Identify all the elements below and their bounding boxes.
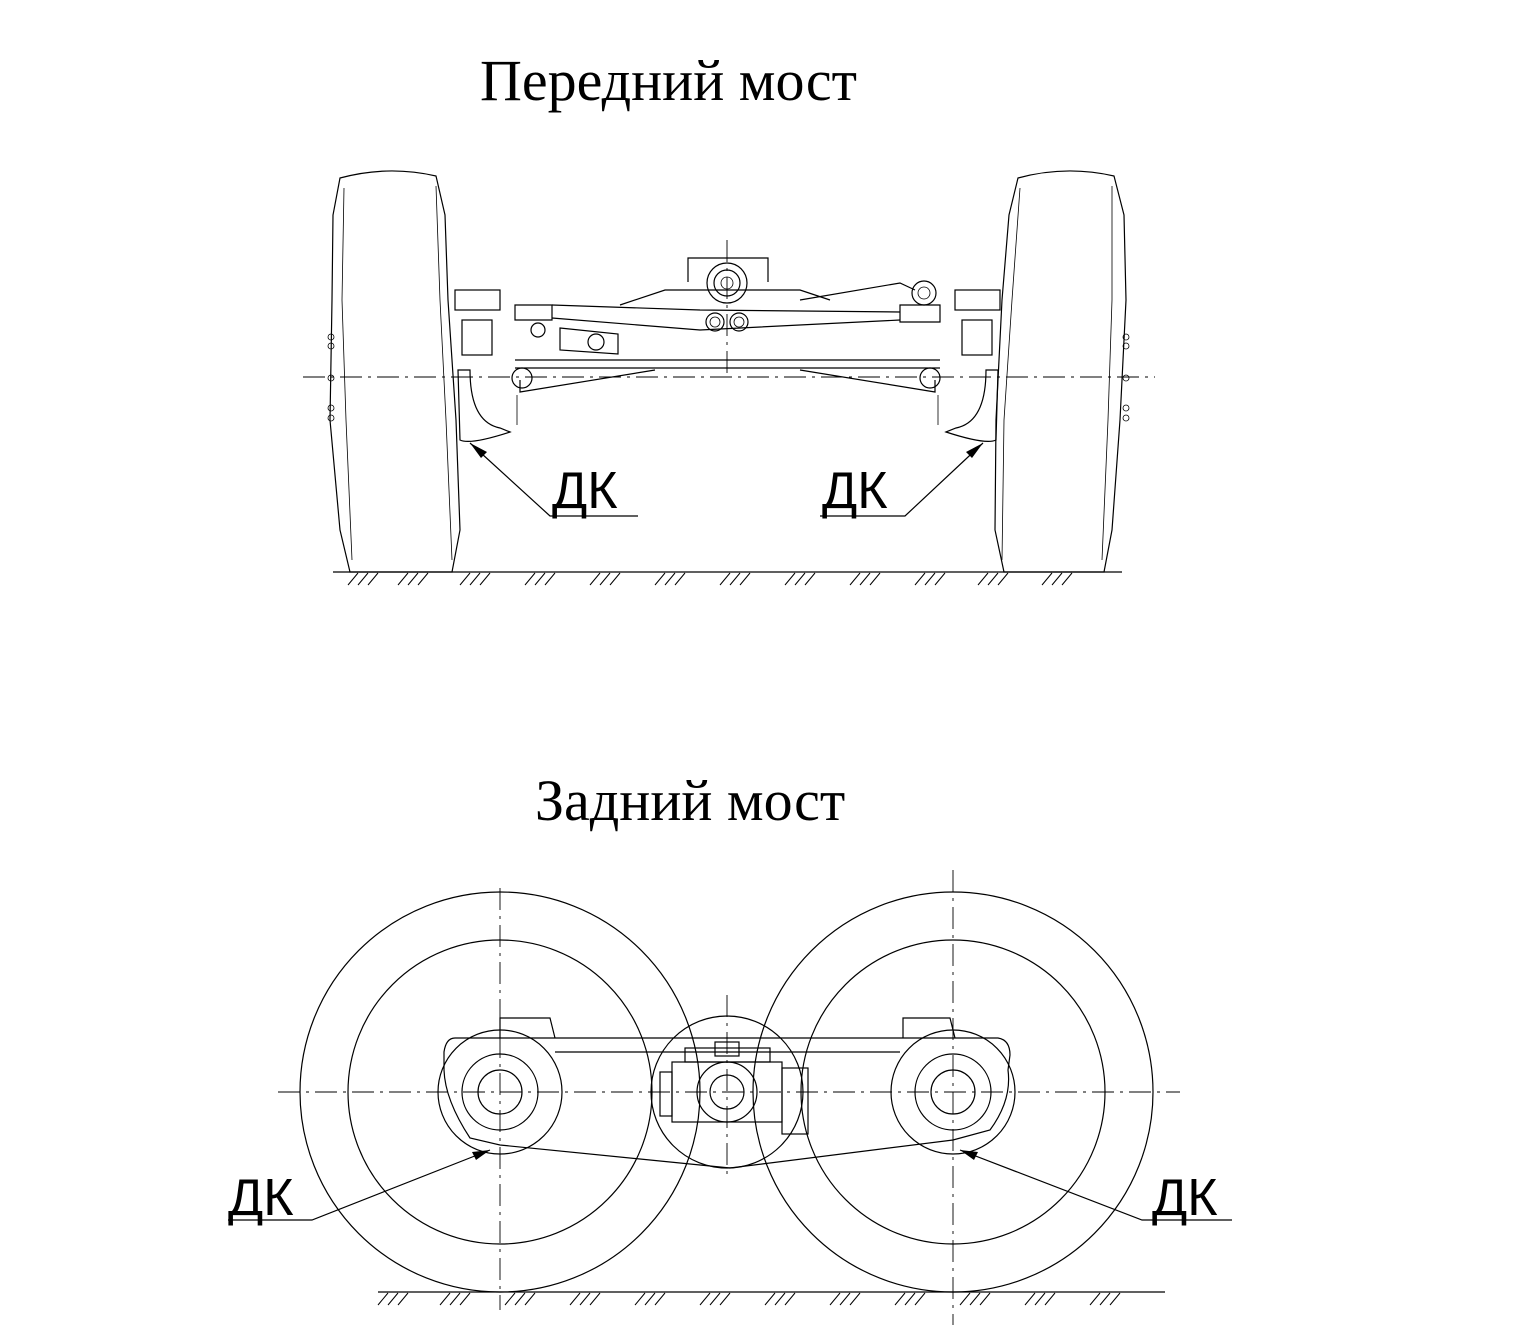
hatch-stroke <box>729 572 741 586</box>
rear-balancer-beam <box>443 1017 1011 1169</box>
front-left-dk-label: ДК <box>552 462 618 520</box>
hatch-stroke <box>934 572 946 586</box>
hatch-stroke <box>589 1292 601 1306</box>
front-axle-drawing: Передний мост <box>303 48 1155 586</box>
rear-axle-title: Задний мост <box>535 768 845 833</box>
front-right-dk-label: ДК <box>822 462 888 520</box>
hatch-stroke <box>849 572 861 586</box>
hatch-stroke <box>719 572 731 586</box>
hatch-stroke <box>599 572 611 586</box>
hatch-stroke <box>524 1292 536 1306</box>
rear-left-dk-label: ДК <box>228 1169 294 1227</box>
hatch-stroke <box>609 572 621 586</box>
hatch-stroke <box>664 572 676 586</box>
hatch-stroke <box>914 572 926 586</box>
hatch-stroke <box>1024 1292 1036 1306</box>
hatch-stroke <box>774 1292 786 1306</box>
hatch-stroke <box>894 1292 906 1306</box>
hatch-stroke <box>1044 1292 1056 1306</box>
hatch-stroke <box>859 572 871 586</box>
hatch-stroke <box>1041 572 1053 586</box>
front-right-wheel <box>994 170 1130 573</box>
rear-left-leader <box>228 1149 491 1221</box>
front-right-knuckle <box>919 289 1001 442</box>
hatch-stroke <box>357 572 369 586</box>
hatch-stroke <box>407 572 419 586</box>
hatch-stroke <box>914 1292 926 1306</box>
hatch-stroke <box>709 1292 721 1306</box>
hatch-stroke <box>849 1292 861 1306</box>
hatch-stroke <box>589 572 601 586</box>
hatch-stroke <box>969 1292 981 1306</box>
hatch-stroke <box>347 572 359 586</box>
rear-right-dk-label: ДК <box>1152 1169 1218 1227</box>
front-left-knuckle <box>454 289 533 442</box>
hatch-stroke <box>654 572 666 586</box>
hatch-stroke <box>794 572 806 586</box>
front-right-leader <box>820 442 984 517</box>
hatch-stroke <box>524 572 536 586</box>
hatch-stroke <box>544 572 556 586</box>
hatch-stroke <box>959 1292 971 1306</box>
hatch-stroke <box>699 1292 711 1306</box>
hatch-stroke <box>367 572 379 586</box>
hatch-stroke <box>997 572 1009 586</box>
hatch-stroke <box>459 572 471 586</box>
hatch-stroke <box>459 1292 471 1306</box>
rear-axle-drawing: Задний мост <box>228 768 1232 1325</box>
rear-ground-hatch <box>377 1292 1121 1306</box>
hatch-stroke <box>654 1292 666 1306</box>
front-axle-title: Передний мост <box>480 48 857 113</box>
hatch-stroke <box>1089 1292 1101 1306</box>
hatch-stroke <box>987 572 999 586</box>
hatch-stroke <box>839 1292 851 1306</box>
front-axle-beam <box>514 282 941 393</box>
hatch-stroke <box>1109 1292 1121 1306</box>
rear-right-leader <box>959 1149 1232 1221</box>
hatch-stroke <box>439 1292 451 1306</box>
hatch-stroke <box>924 572 936 586</box>
hatch-stroke <box>784 572 796 586</box>
hatch-stroke <box>764 1292 776 1306</box>
hatch-stroke <box>1099 1292 1111 1306</box>
hatch-stroke <box>634 1292 646 1306</box>
hatch-stroke <box>904 1292 916 1306</box>
hatch-stroke <box>534 572 546 586</box>
hatch-stroke <box>469 572 481 586</box>
hatch-stroke <box>644 1292 656 1306</box>
hatch-stroke <box>417 572 429 586</box>
hatch-stroke <box>504 1292 516 1306</box>
hatch-stroke <box>829 1292 841 1306</box>
hatch-stroke <box>674 572 686 586</box>
hatch-stroke <box>387 1292 399 1306</box>
front-differential <box>530 257 937 351</box>
hatch-stroke <box>1034 1292 1046 1306</box>
hatch-stroke <box>739 572 751 586</box>
front-left-leader <box>469 442 638 517</box>
hatch-stroke <box>377 1292 389 1306</box>
rear-center-pivot <box>650 1015 809 1169</box>
front-ground-hatch <box>347 572 1073 586</box>
hatch-stroke <box>784 1292 796 1306</box>
hatch-stroke <box>979 1292 991 1306</box>
hatch-stroke <box>514 1292 526 1306</box>
hatch-stroke <box>804 572 816 586</box>
hatch-stroke <box>397 572 409 586</box>
hatch-stroke <box>977 572 989 586</box>
hatch-stroke <box>449 1292 461 1306</box>
hatch-stroke <box>1051 572 1063 586</box>
hatch-stroke <box>1061 572 1073 586</box>
hatch-stroke <box>479 572 491 586</box>
front-left-wheel <box>327 170 461 573</box>
hatch-stroke <box>869 572 881 586</box>
hatch-stroke <box>719 1292 731 1306</box>
hatch-stroke <box>579 1292 591 1306</box>
hatch-stroke <box>569 1292 581 1306</box>
hatch-stroke <box>397 1292 409 1306</box>
